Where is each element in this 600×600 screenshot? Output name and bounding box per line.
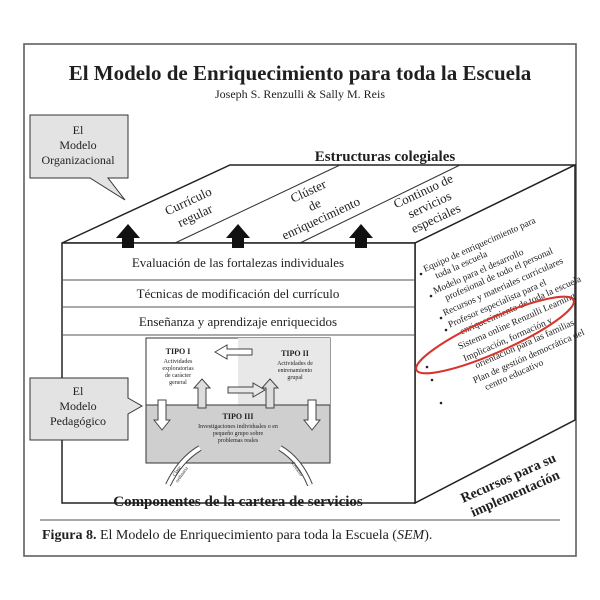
svg-text:grupal: grupal [287,375,303,381]
svg-text:Modelo: Modelo [59,399,96,413]
svg-text:de carácter: de carácter [165,373,191,379]
row-enriched-learning: Enseñanza y aprendizaje enriquecidos [139,314,337,329]
up-arrow-icon [260,378,280,409]
figure-caption: Figura 8. El Modelo de Enriquecimiento p… [42,528,432,543]
bullet-icons [419,272,448,405]
svg-text:TIPO III: TIPO III [223,412,254,421]
svg-text:TIPO I: TIPO I [166,347,191,356]
svg-text:Actividades: Actividades [164,359,193,365]
left-arrow-icon [214,344,253,360]
outer-frame [23,43,577,557]
right-arrow-icon [227,382,266,398]
svg-text:El: El [73,384,84,398]
types-diagram: TIPO I Actividades exploratorias de cará… [145,337,331,487]
down-arrow-icon [152,399,172,431]
authors: Joseph S. Renzulli & Sally M. Reis [215,87,385,101]
row-curriculum-modification: Técnicas de modificación del currículo [137,286,340,301]
up-arrow-icon [116,224,140,248]
pedagogical-model-box: El Modelo Pedagógico [29,377,144,441]
svg-text:de: de [306,195,324,214]
up-arrow-icons [116,224,373,248]
svg-text:entrenamiento: entrenamiento [278,368,312,374]
up-arrow-icon [226,224,250,248]
organizational-model-box: El Modelo Organizacional [29,114,129,201]
svg-text:exploratorias: exploratorias [162,366,194,372]
svg-text:El: El [73,123,84,137]
row-assessment: Evaluación de las fortalezas individuale… [132,255,344,270]
top-label: Estructuras colegiales [315,149,456,165]
svg-text:problemas reales: problemas reales [218,438,259,444]
bottom-label: Componentes de la cartera de servicios [113,494,363,510]
svg-text:Investigaciones individuales o: Investigaciones individuales o en [198,424,278,430]
down-arrow-icon [302,399,322,431]
svg-text:general: general [169,380,187,386]
svg-text:Actividades de: Actividades de [277,361,313,367]
svg-text:Modelo: Modelo [59,138,96,152]
highlight-circle [415,295,575,375]
svg-text:Pedagógico: Pedagógico [50,414,106,428]
svg-text:Clase: Clase [172,465,183,478]
up-arrow-icon [349,224,373,248]
svg-text:pequeño grupo sobre: pequeño grupo sobre [213,431,264,437]
page-title: El Modelo de Enriquecimiento para toda l… [69,61,532,85]
up-arrow-icon [192,378,212,409]
svg-text:TIPO II: TIPO II [281,349,309,358]
svg-text:Organizacional: Organizacional [41,153,115,167]
